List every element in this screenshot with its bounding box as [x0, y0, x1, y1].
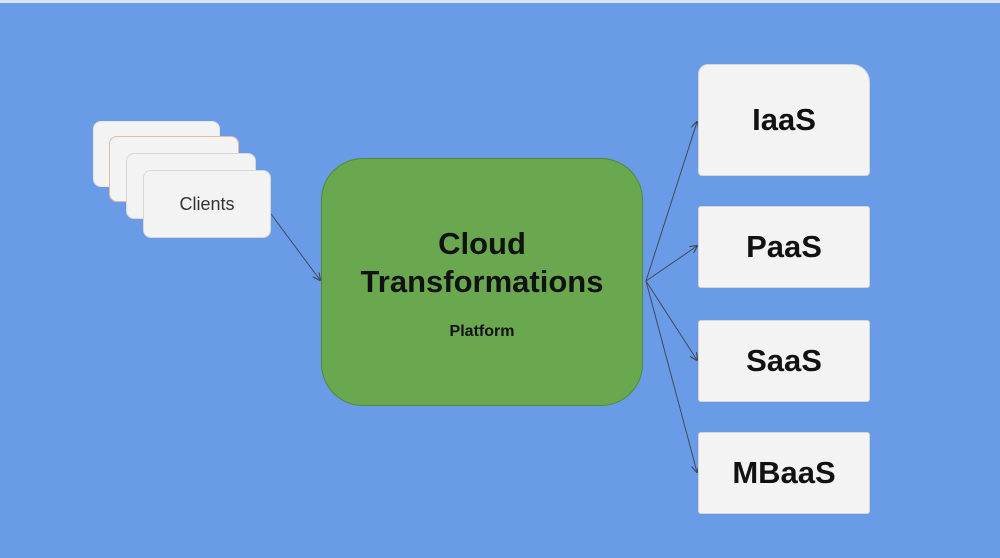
service-iaas: IaaS — [698, 64, 870, 176]
platform-subtitle: Platform — [449, 323, 515, 340]
arrow-platform-to-saas — [645, 280, 697, 360]
platform-title-line1: Cloud — [438, 226, 526, 261]
arrow-platform-to-paas — [645, 246, 697, 282]
client-card-front: Clients — [143, 170, 271, 238]
service-iaas-label: IaaS — [752, 102, 816, 137]
arrow-platform-to-iaas — [645, 122, 697, 282]
platform-title: Cloud Transformations — [322, 225, 642, 301]
top-border — [0, 0, 1000, 3]
clients-label: Clients — [179, 193, 235, 214]
cloud-transformations-platform: Cloud Transformations Platform — [321, 158, 643, 406]
service-saas: SaaS — [698, 320, 870, 402]
service-paas-label: PaaS — [746, 229, 822, 264]
service-paas: PaaS — [698, 206, 870, 288]
arrow-platform-to-mbaas — [645, 280, 697, 472]
service-saas-label: SaaS — [746, 343, 822, 378]
service-mbaas-label: MBaaS — [732, 455, 836, 490]
service-mbaas: MBaaS — [698, 432, 870, 514]
platform-title-line2: Transformations — [360, 264, 604, 299]
arrow-clients-to-platform — [270, 213, 320, 280]
